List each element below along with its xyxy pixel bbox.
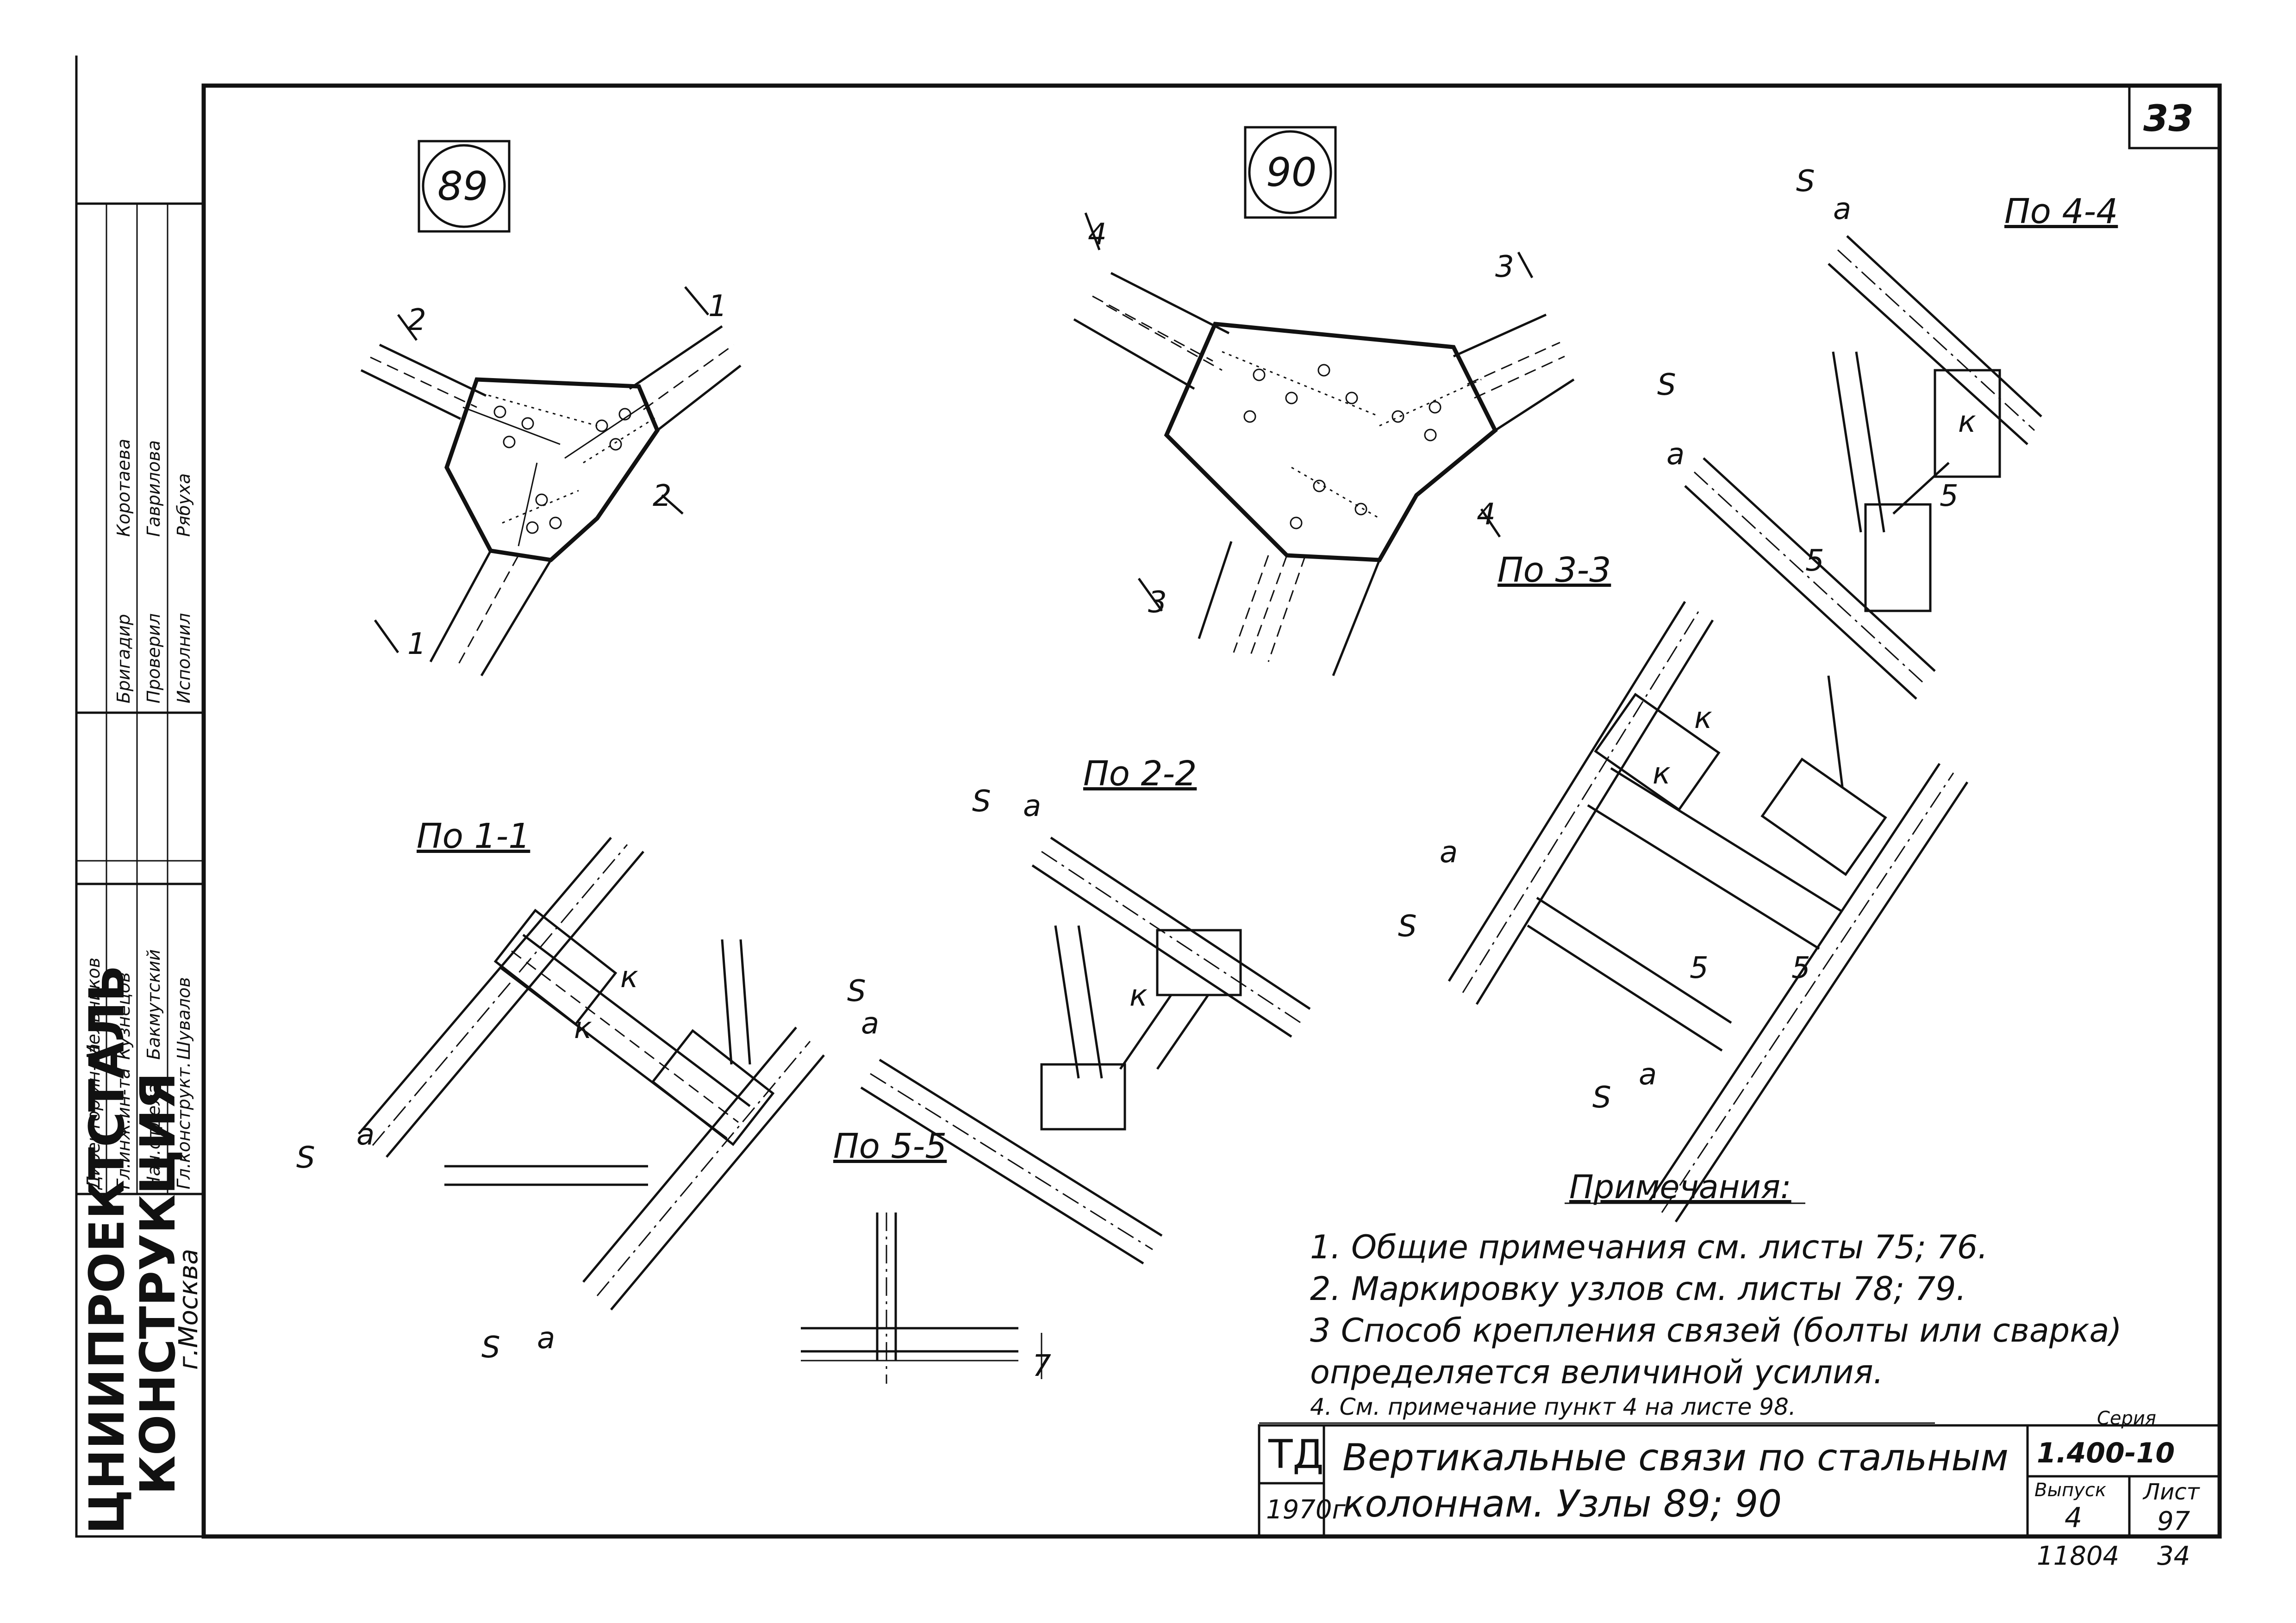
section-1-1-drawing — [358, 837, 825, 1311]
footer-left: 11804 — [2037, 1541, 2120, 1571]
node-89-box — [418, 140, 511, 233]
series-value: 1.400-10 — [2037, 1437, 2175, 1469]
section-3-3-title: По 3-3 — [1497, 550, 1611, 590]
mark-k-6: к — [1958, 405, 1976, 439]
cut-4-bottom: 4 — [1477, 497, 1496, 532]
stamp-role-1: Директор ин-та — [83, 1043, 104, 1189]
note-3-cont: определяется величиной усилия. — [1310, 1353, 1884, 1391]
footer-right: 34 — [2157, 1541, 2190, 1571]
mark-s-3: S — [972, 784, 991, 819]
mark-a-1: а — [356, 1118, 375, 1152]
mark-s-6: S — [1592, 1081, 1611, 1115]
stamp-name-3: Бакмутский — [144, 949, 164, 1060]
stamp-name-2: Кузнецов — [113, 972, 134, 1060]
node-90-label: 90 — [1266, 149, 1317, 196]
cut-4-top: 4 — [1088, 218, 1107, 252]
note-2: 2. Маркировку узлов см. листы 78; 79. — [1310, 1270, 1966, 1308]
title-line-1: Вертикальные связи по стальным — [1342, 1436, 2009, 1479]
title-line-2: колоннам. Узлы 89; 90 — [1342, 1482, 1782, 1525]
mark-a-3: а — [1023, 789, 1042, 823]
notes-title: Примечания: — [1569, 1168, 1791, 1206]
mark-k-1: к — [620, 960, 638, 995]
title-year: 1970г — [1266, 1495, 1346, 1525]
section-4-4-title: По 4-4 — [2004, 192, 2118, 231]
cut-2-bottom: 2 — [653, 479, 672, 513]
stamp-role-2: Гл.инж.ин-та — [113, 1068, 134, 1189]
weld-leg-7: 7 — [1032, 1349, 1051, 1383]
cut-5-right: 5 — [1791, 951, 1810, 985]
sheet-label: Лист — [2143, 1479, 2200, 1505]
cut-1-top: 1 — [708, 289, 727, 323]
mark-k-5: к — [1653, 757, 1671, 791]
stamp-role-7: Исполнил — [174, 613, 194, 703]
section-2-2-drawing — [860, 836, 1311, 1265]
stamp-name-1: Мельников — [83, 958, 104, 1060]
node-90-box — [1244, 126, 1337, 219]
mark-a-6: а — [1639, 1057, 1657, 1092]
cut-3-top: 3 — [1495, 250, 1514, 284]
cut-5-44-a: 5 — [1805, 544, 1824, 578]
title-block — [1258, 1424, 2221, 1538]
mark-s-8: S — [1657, 368, 1676, 402]
node-89-gusset — [360, 286, 742, 677]
stamp-role-6: Проверил — [144, 613, 164, 703]
mark-a-5: а — [1440, 835, 1458, 870]
note-4: 4. См. примечание пункт 4 на листе 98. — [1310, 1393, 1796, 1420]
section-4-4-drawing — [1684, 235, 2042, 700]
sheet-number-box — [2128, 84, 2221, 149]
cut-2-top: 2 — [407, 303, 426, 337]
issue-label: Выпуск — [2034, 1480, 2106, 1501]
mark-a-8: а — [1666, 437, 1685, 472]
section-2-2-title: По 2-2 — [1083, 754, 1197, 794]
mark-a-2: а — [537, 1321, 555, 1356]
mark-s-2: S — [481, 1331, 500, 1365]
section-5-5-drawing — [801, 1213, 1042, 1384]
org-city: г.Москва — [174, 1249, 204, 1370]
mark-k-3: к — [1129, 979, 1148, 1013]
sheet-number: 33 — [2143, 98, 2194, 140]
node-89-label: 89 — [437, 163, 488, 210]
stamp-name-7: Рябуха — [174, 473, 194, 537]
note-1: 1. Общие примечания см. листы 75; 76. — [1310, 1228, 1988, 1266]
issue-value: 4 — [2065, 1502, 2083, 1534]
mark-k-2: к — [574, 1011, 592, 1045]
cut-5-44-b: 5 — [1940, 479, 1959, 513]
mark-s-1: S — [296, 1141, 315, 1175]
cut-5-box: 5 — [1690, 951, 1709, 985]
stamp-name-4: Шувалов — [174, 977, 194, 1060]
series-label: Серия — [2097, 1408, 2156, 1429]
section-3-3-drawing — [1447, 601, 1969, 1223]
mark-a-7: а — [1833, 192, 1852, 226]
section-1-1-title: По 1-1 — [417, 816, 530, 856]
mark-s-4: S — [847, 974, 866, 1008]
section-5-5-title: По 5-5 — [833, 1126, 947, 1166]
note-3: 3 Способ крепления связей (болты или сва… — [1310, 1312, 2122, 1349]
mark-s-7: S — [1796, 164, 1815, 199]
stamp-name-5: Коротаева — [113, 438, 134, 537]
stamp-role-3: Нач.отдела — [144, 1083, 164, 1189]
mark-s-5: S — [1398, 909, 1417, 944]
stamp-name-6: Гаврилова — [144, 440, 164, 537]
stamp-role-5: Бригадир — [113, 614, 134, 703]
node-90-gusset — [1073, 212, 1575, 676]
sheet-value: 97 — [2157, 1506, 2190, 1536]
mark-a-4: а — [861, 1007, 880, 1041]
stamp-role-4: Гл.конструкт. — [174, 1062, 194, 1189]
cut-1-bottom: 1 — [407, 627, 426, 661]
cut-3-bottom: 3 — [1148, 585, 1167, 620]
mark-k-4: к — [1694, 701, 1712, 735]
title-td: ТД — [1268, 1431, 1324, 1478]
